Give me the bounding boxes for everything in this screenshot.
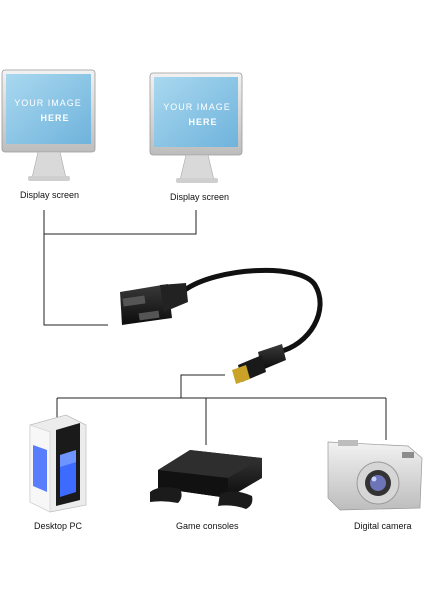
display-screen-label-right: Display screen: [170, 192, 230, 202]
monitor-left-screen-text-2: HERE: [40, 113, 69, 123]
monitor-left: YOUR IMAGE HERE: [1, 69, 96, 181]
digital-camera-icon: [327, 440, 423, 511]
digital-camera-label: Digital camera: [354, 521, 412, 531]
monitor-right: YOUR IMAGE HERE: [149, 72, 243, 183]
hdmi-splitter-cable-icon: [120, 267, 323, 384]
desktop-pc-label: Desktop PC: [34, 521, 83, 531]
monitor-left-screen-text-1: YOUR IMAGE: [14, 98, 82, 108]
game-consoles-label: Game consoles: [176, 521, 239, 531]
game-console-icon: [150, 450, 262, 509]
display-screen-label-left: Display screen: [20, 190, 80, 200]
desktop-pc-icon: [29, 414, 87, 513]
connector-lines: [43, 210, 387, 445]
monitor-right-screen-text-1: YOUR IMAGE: [163, 102, 231, 112]
monitor-right-screen-text-2: HERE: [188, 117, 217, 127]
